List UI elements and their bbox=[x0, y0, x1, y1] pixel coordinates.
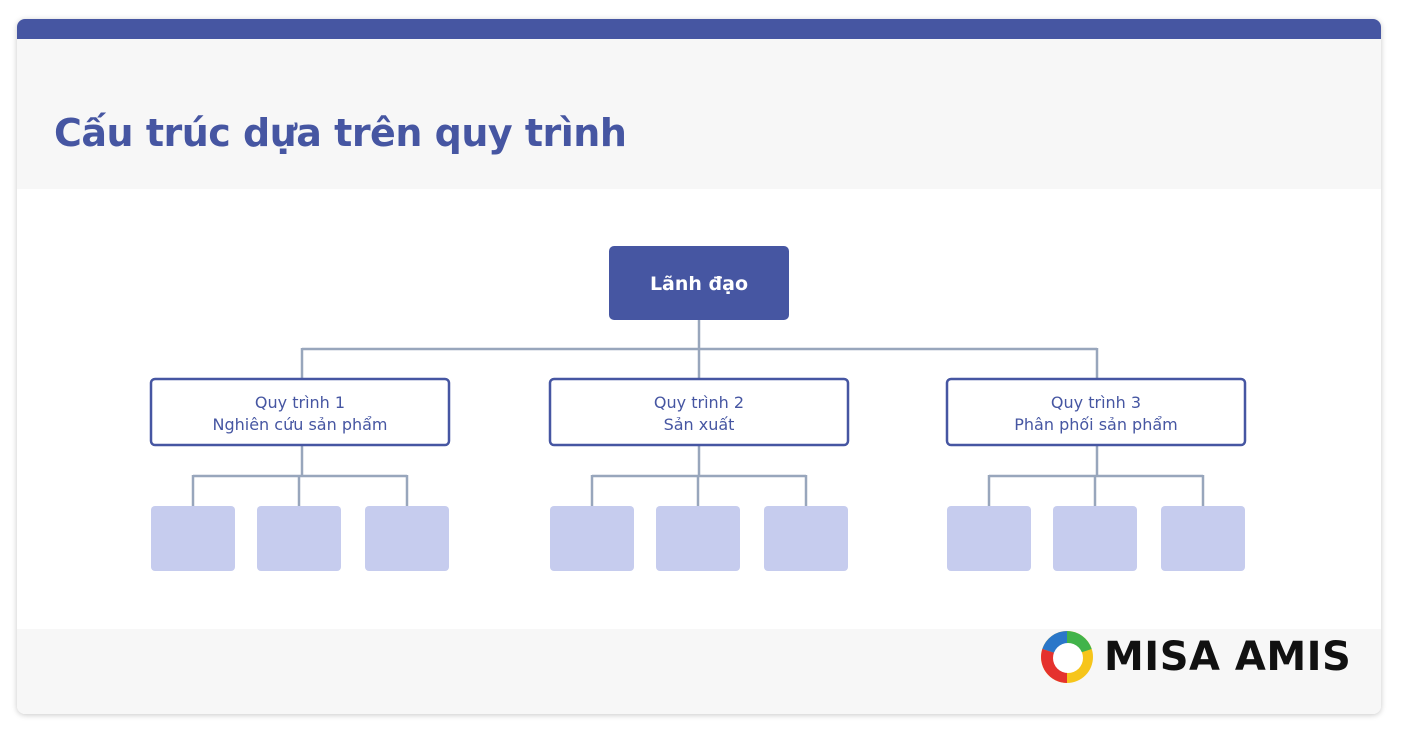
leaf-node-box bbox=[1053, 506, 1137, 571]
process-node-subtitle: Sản xuất bbox=[664, 415, 735, 434]
process-node-2: Quy trình 2 Sản xuất bbox=[548, 377, 850, 447]
leaf-nodes bbox=[151, 506, 1245, 571]
footer-panel bbox=[17, 629, 1381, 714]
leaf-node-box bbox=[656, 506, 740, 571]
leaf-node-box bbox=[947, 506, 1031, 571]
process-node-title: Quy trình 3 bbox=[1051, 393, 1141, 412]
leaf-node-box bbox=[550, 506, 634, 571]
leaf-node-box bbox=[764, 506, 848, 571]
leaf-node-box bbox=[1161, 506, 1245, 571]
process-node-subtitle: Phân phối sản phẩm bbox=[1014, 415, 1178, 434]
process-node-box bbox=[548, 377, 850, 447]
process-node-title: Quy trình 1 bbox=[255, 393, 345, 412]
leaf-node-box bbox=[365, 506, 449, 571]
process-node-box bbox=[149, 377, 451, 447]
root-node-box bbox=[609, 246, 789, 320]
leaf-node-box bbox=[151, 506, 235, 571]
leaf-node-box bbox=[257, 506, 341, 571]
brand-name: MISA AMIS bbox=[1104, 634, 1352, 680]
process-node-subtitle: Nghiên cứu sản phẩm bbox=[213, 415, 388, 434]
top-accent-bar bbox=[17, 19, 1381, 39]
process-node-3: Quy trình 3 Phân phối sản phẩm bbox=[945, 377, 1247, 447]
nodes: Lãnh đạo Quy trình 1 Nghiên cứu sản phẩm… bbox=[149, 246, 1247, 571]
brand-logo: MISA AMIS bbox=[1040, 630, 1351, 684]
misa-amis-logo-icon bbox=[1041, 631, 1093, 683]
connectors bbox=[191, 320, 1205, 506]
slide-card: Cấu trúc dựa trên quy trình bbox=[17, 19, 1381, 714]
process-node-title: Quy trình 2 bbox=[654, 393, 744, 412]
process-node-box bbox=[945, 377, 1247, 447]
header-panel: Cấu trúc dựa trên quy trình bbox=[17, 39, 1381, 189]
page-title: Cấu trúc dựa trên quy trình bbox=[54, 111, 627, 155]
root-node-label: Lãnh đạo bbox=[650, 273, 748, 295]
process-node-1: Quy trình 1 Nghiên cứu sản phẩm bbox=[149, 377, 451, 447]
